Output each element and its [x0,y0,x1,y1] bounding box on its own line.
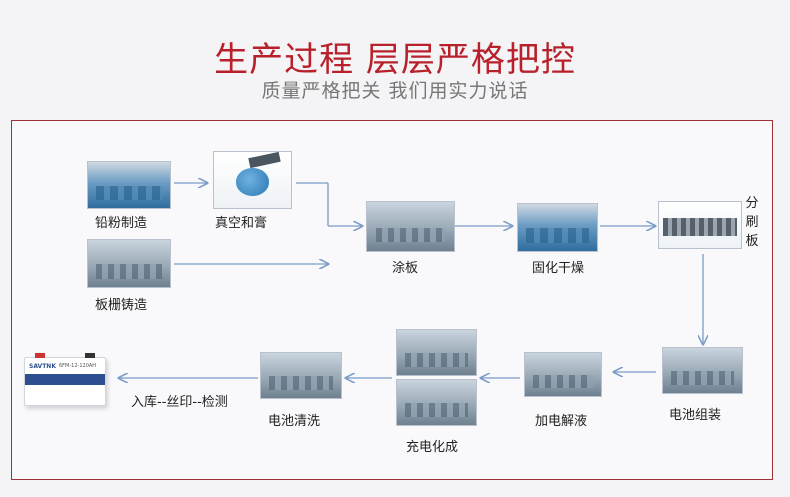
battery-brand: SAVTNK [29,363,56,370]
acid-filling-photo [524,352,602,397]
cutting-machine-shape [663,218,737,237]
pasting-photo [366,201,455,252]
assembly-photo [662,347,743,394]
formation-photo-bottom [396,379,477,426]
pasting-label: 涂板 [392,261,419,276]
vacuum-paste-label: 真空和膏 [215,216,268,231]
page-subtitle: 质量严格把关 我们用实力说话 [261,80,529,102]
formation-label: 充电化成 [406,440,459,455]
curing-label: 固化干燥 [532,261,585,276]
plate-cutting-label: 分刷板 [745,196,759,249]
plate-cutting-photo [658,201,742,249]
battery-image: SAVTNK 6FM-12-120AH [24,353,106,406]
lead-powder-label: 铅粉制造 [95,216,148,231]
negative-terminal [85,353,95,358]
mixer-arm-shape [247,152,281,168]
assembly-label: 电池组装 [669,408,722,423]
page-title: 生产过程 层层严格把控 [214,40,576,80]
grid-casting-photo [87,239,171,288]
grid-casting-label: 板栅铸造 [95,298,148,313]
battery-band [25,374,105,385]
cleaning-photo [260,352,342,399]
formation-photo-top [396,329,477,376]
battery-spec: 6FM-12-120AH [59,363,97,369]
vacuum-paste-photo [213,151,292,209]
cleaning-label: 电池清洗 [268,414,321,429]
acid-filling-label: 加电解液 [535,414,588,429]
lead-powder-photo [87,161,171,209]
final-step-label: 入库--丝印--检测 [131,395,228,410]
positive-terminal [35,353,45,358]
curing-photo [517,203,598,252]
mixer-body-shape [235,167,270,196]
